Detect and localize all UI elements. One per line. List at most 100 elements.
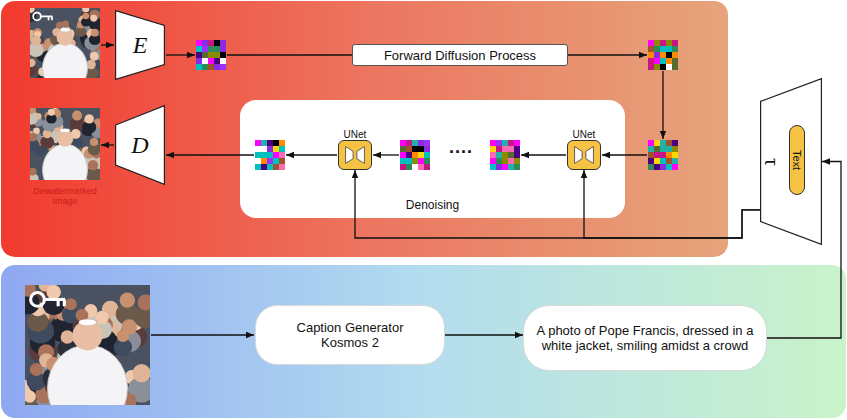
latent-cell [406, 146, 412, 152]
unet-icon [339, 141, 371, 169]
crowd-head [47, 285, 61, 299]
latent-cell [196, 52, 202, 58]
crowd-head [25, 391, 36, 403]
flow-arrow [166, 54, 195, 55]
latent-cell [672, 158, 678, 164]
latent-cell [502, 140, 508, 146]
latent-cell [508, 146, 514, 152]
crowd-head [91, 29, 99, 37]
unet-icon [568, 141, 600, 169]
latent-cell [255, 146, 261, 152]
latent-cell [666, 58, 672, 64]
latent-cell [255, 164, 261, 170]
latent-cell [654, 158, 660, 164]
denoising-panel-ground [240, 100, 625, 218]
latent-cell [214, 46, 220, 52]
latent-cell [672, 140, 678, 146]
latent-cell [202, 52, 208, 58]
latent-cell [418, 158, 424, 164]
latent-cell [400, 146, 406, 152]
latent-grid [648, 40, 678, 70]
crowd-head [30, 8, 35, 13]
key-icon [31, 293, 65, 307]
latent-grid [400, 140, 430, 170]
latent-cell [214, 40, 220, 46]
latent-cell [418, 140, 424, 146]
crowd-head [90, 138, 98, 146]
key-tooth [51, 16, 53, 20]
latent-cell [214, 58, 220, 64]
crowd-head [83, 13, 89, 19]
latent-cell [514, 152, 520, 158]
crowd-head [30, 108, 36, 114]
crowd-head [88, 160, 98, 170]
latent-cell [202, 58, 208, 64]
crowd-head [82, 8, 89, 12]
latent-cell [202, 40, 208, 46]
latent-cell [490, 158, 496, 164]
latent-cell [220, 58, 226, 64]
latent-cell [406, 158, 412, 164]
latent-cell [424, 158, 430, 164]
latent-cell [418, 146, 424, 152]
key-ring [33, 13, 41, 21]
crowd-head [120, 292, 135, 307]
latent-cell [672, 40, 678, 46]
flow-arrow [602, 154, 647, 155]
crowd-head [30, 59, 35, 67]
flow-arrow [568, 54, 647, 55]
latent-cell [424, 164, 430, 170]
latent-cell [220, 64, 226, 70]
latent-grid [196, 40, 226, 70]
latent-cell [496, 140, 502, 146]
flow-arrow [101, 44, 114, 45]
latent-cell [279, 164, 285, 170]
crowd-head [61, 330, 74, 343]
key-tooth [57, 299, 60, 306]
latent-cell [424, 140, 430, 146]
latent-cell [400, 140, 406, 146]
denoising-panel: DenoisingUNetUNet [240, 100, 625, 218]
latent-cell [412, 146, 418, 152]
figure-cap [60, 28, 70, 32]
latent-cell [648, 40, 654, 46]
unet-half [357, 147, 365, 164]
latent-cell [406, 140, 412, 146]
crowd-head [72, 111, 82, 121]
latent-cell [660, 64, 666, 70]
latent-cell [654, 46, 660, 52]
crowd-head [138, 294, 150, 310]
text-encoder-text: τ [760, 157, 783, 165]
caption-box-text: A photo of Pope Francis, dressed in a wh… [533, 323, 757, 353]
latent-cell [279, 152, 285, 158]
latent-cell [261, 140, 267, 146]
latent-cell [418, 164, 424, 170]
crowd-head [90, 15, 97, 22]
image-caption: Dewatermarked Image [26, 186, 104, 206]
latent-cell [220, 52, 226, 58]
latent-cell [654, 64, 660, 70]
latent-cell [412, 140, 418, 146]
latent-cell [214, 64, 220, 70]
latent-cell [666, 64, 672, 70]
latent-cell [424, 152, 430, 158]
flow-arrows [101, 45, 663, 335]
latent-cell [273, 158, 279, 164]
latent-cell [406, 164, 412, 170]
latent-cell [508, 158, 514, 164]
decoder-block: D [115, 105, 165, 185]
latent-cell [654, 58, 660, 64]
caption-panel [1, 265, 846, 418]
trapezoid-shape [116, 106, 165, 185]
connector-arrow [445, 334, 523, 335]
latent-cell [273, 146, 279, 152]
latent-cell [196, 58, 202, 64]
flow-arrow [151, 334, 254, 335]
crowd-head [132, 364, 150, 382]
latent-cell [196, 46, 202, 52]
latent-cell [273, 140, 279, 146]
latent-grid [255, 140, 285, 170]
latent-cell [412, 158, 418, 164]
crowd-head [30, 133, 37, 142]
latent-cell [654, 40, 660, 46]
